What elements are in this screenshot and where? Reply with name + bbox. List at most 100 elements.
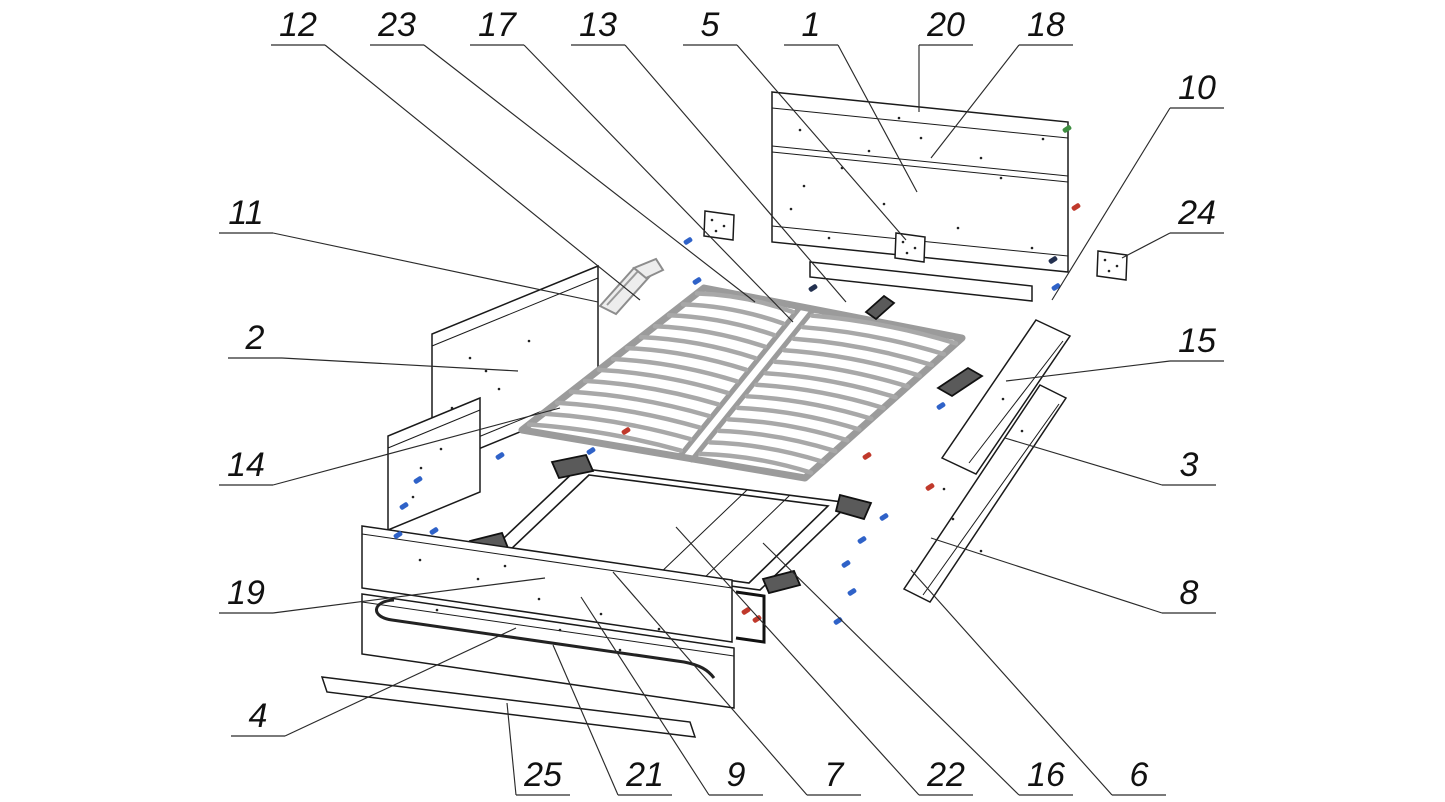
speck — [919, 136, 923, 140]
fastener-mark — [741, 607, 751, 615]
speck — [802, 184, 806, 188]
speck — [979, 156, 983, 160]
leader-line — [324, 44, 641, 301]
callout-number: 11 — [228, 194, 263, 232]
callout-number: 15 — [1178, 322, 1216, 360]
fastener-mark — [1062, 125, 1072, 133]
slat-bracket — [936, 366, 984, 398]
leader-line — [1005, 360, 1171, 382]
callout-number: 18 — [1027, 6, 1065, 44]
leader-line — [675, 526, 920, 796]
speck — [468, 356, 472, 360]
corner-brace — [598, 257, 665, 316]
callout-number: 19 — [227, 574, 265, 612]
side-panel-left-lower — [387, 396, 481, 532]
speck — [882, 202, 886, 206]
side-rail-right — [940, 319, 1072, 475]
fastener-mark — [1051, 283, 1061, 291]
speck — [476, 577, 480, 581]
slat — [596, 367, 730, 396]
fastener-mark — [621, 427, 631, 435]
slat — [800, 324, 947, 357]
plinth-strip — [320, 676, 697, 738]
leader-line — [506, 702, 517, 796]
slat — [698, 451, 814, 475]
leader-line — [284, 627, 517, 737]
speck — [942, 487, 946, 491]
slat — [652, 323, 767, 349]
callout-number: 5 — [701, 6, 720, 44]
callout-number: 12 — [279, 6, 317, 44]
speck — [867, 149, 871, 153]
slat — [735, 405, 862, 432]
slat-center-rail — [677, 303, 804, 459]
leader-line — [736, 44, 907, 241]
speck — [419, 466, 423, 470]
speck — [599, 612, 603, 616]
leader-line — [580, 596, 710, 796]
leader-line — [837, 44, 918, 193]
leader-line — [612, 571, 808, 796]
drawer-frame — [486, 467, 852, 591]
speck — [979, 549, 983, 553]
callout-number: 6 — [1130, 756, 1149, 794]
callout-number: 20 — [926, 6, 965, 44]
slat — [707, 440, 826, 465]
leader-line — [930, 537, 1163, 614]
slat — [754, 382, 886, 411]
fastener-mark — [429, 527, 439, 535]
fastener-mark — [808, 284, 818, 292]
fastener-mark — [586, 447, 596, 455]
fastener-layer — [393, 125, 1081, 625]
slat — [726, 417, 850, 443]
leader-line — [1051, 107, 1171, 301]
callout-number: 3 — [1180, 446, 1199, 484]
slat — [582, 378, 721, 407]
leader-line — [523, 44, 794, 323]
lift-bracket — [834, 493, 873, 521]
callout-number: 21 — [625, 756, 664, 794]
speck — [897, 116, 901, 120]
footboard-panel-outer — [361, 525, 733, 643]
slat — [666, 313, 777, 338]
speck — [439, 447, 443, 451]
callout-number: 7 — [825, 756, 845, 794]
headboard-bottom-rail — [809, 261, 1033, 302]
footboard-end-bracket — [735, 590, 766, 644]
fastener-mark — [879, 513, 889, 521]
slat — [610, 356, 739, 384]
slat — [763, 371, 898, 400]
leader-line — [624, 44, 847, 303]
fastener-mark — [925, 483, 935, 491]
fastener-mark — [683, 237, 693, 245]
callout-number: 13 — [579, 6, 617, 44]
fastener-mark — [495, 452, 505, 460]
footboard-wire — [375, 598, 716, 679]
fastener-mark — [752, 615, 762, 623]
callout-number: 1 — [802, 6, 821, 44]
slat-bracket — [864, 294, 896, 321]
callout-number: 23 — [377, 6, 416, 44]
footboard-panel-inner — [361, 593, 735, 709]
slat — [554, 400, 702, 430]
mounting-plate — [1096, 250, 1128, 281]
fastener-mark — [936, 402, 946, 410]
slat — [568, 389, 711, 419]
leader-line — [930, 44, 1020, 159]
callout-number: 9 — [727, 756, 746, 794]
fastener-mark — [413, 476, 423, 484]
slat — [809, 313, 959, 346]
speck — [450, 406, 454, 410]
speck — [1041, 137, 1045, 141]
mounting-plate — [703, 210, 735, 241]
mounting-plate — [894, 232, 926, 263]
slat — [694, 291, 795, 315]
speck — [1030, 246, 1034, 250]
speck — [558, 628, 562, 632]
fastener-mark — [857, 536, 867, 544]
leader-line — [552, 644, 619, 796]
lift-bracket — [550, 453, 595, 480]
speck — [827, 236, 831, 240]
